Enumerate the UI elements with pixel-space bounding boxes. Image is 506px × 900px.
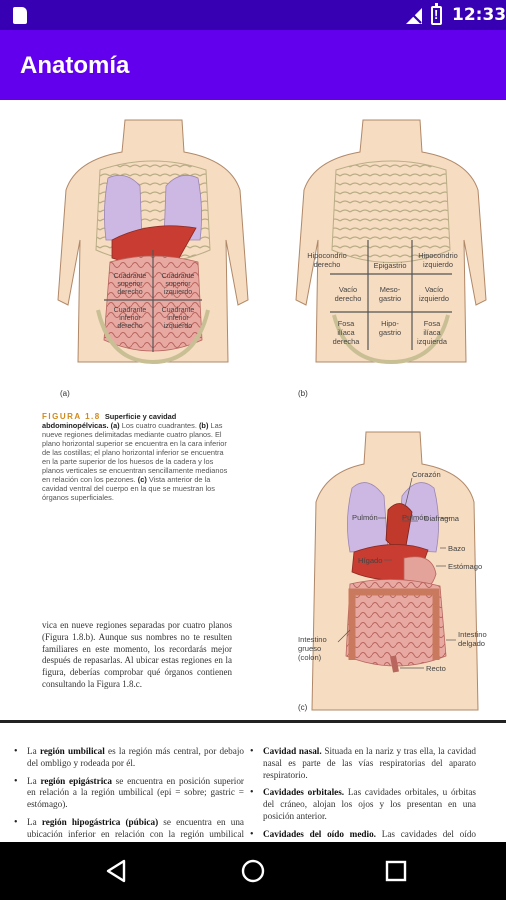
- anatomy-figure: Cuadrante superior derecho Cuadrante sup…: [57, 119, 487, 712]
- region-label: izquierdo: [423, 260, 453, 269]
- quadrant-label: superior: [165, 281, 191, 288]
- panel-b-label: (b): [298, 389, 308, 398]
- quadrant-label: derecho: [117, 323, 142, 330]
- organ-label-intestino-grueso: Intestino: [298, 635, 327, 644]
- home-button[interactable]: [231, 852, 275, 890]
- region-label: Fosa: [424, 319, 441, 328]
- organ-label-higado: Hígado: [358, 556, 383, 565]
- recents-icon: [385, 860, 407, 882]
- list-item: Cavidad nasal. Situada en la nariz y tra…: [250, 746, 476, 781]
- organ-label-intestino-delgado: delgado: [458, 639, 485, 648]
- next-page-text: La región umbilical es la región más cen…: [0, 746, 506, 842]
- list-item: La región umbilical es la región más cen…: [14, 746, 244, 770]
- navigation-bar: [0, 842, 506, 900]
- battery-alert-icon: [431, 3, 442, 25]
- region-label: gastrio: [379, 328, 401, 337]
- list-item: Cavidades orbitales. Las cavidades orbit…: [250, 787, 476, 822]
- figure-number: FIGURA 1.8: [42, 412, 101, 421]
- organ-label-bazo: Bazo: [448, 544, 465, 553]
- page-viewer[interactable]: Cuadrante superior derecho Cuadrante sup…: [0, 100, 506, 842]
- organ-label-estomago: Estómago: [448, 562, 482, 571]
- region-label: izquierda: [417, 337, 448, 346]
- region-label: ilíaca: [423, 328, 441, 337]
- back-icon: [106, 859, 126, 883]
- home-icon: [241, 859, 265, 883]
- region-label: derecho: [314, 260, 341, 269]
- organ-label-corazon: Corazón: [412, 470, 441, 479]
- recents-button[interactable]: [374, 852, 418, 890]
- caption-part-c: Vista anterior de la cavidad ventral del…: [42, 475, 215, 502]
- panel-c-label: (c): [298, 703, 308, 712]
- list-item: La región epigástrica se encuentra en po…: [14, 776, 244, 811]
- caption-part-a: Los cuatro cuadrantes.: [121, 421, 197, 430]
- text-column-right: Cavidad nasal. Situada en la nariz y tra…: [250, 746, 476, 842]
- region-label: Hipo-: [381, 319, 399, 328]
- page-divider: [0, 720, 506, 723]
- text-column-left: La región umbilical es la región más cen…: [14, 746, 244, 842]
- organ-label-pulmon: Pulmón: [352, 513, 378, 522]
- quadrant-label: superior: [117, 281, 143, 288]
- caption-marker-b: (b): [198, 421, 209, 430]
- quadrant-label: Cuadrante: [162, 273, 195, 280]
- organ-label-pulmon: Pulmón: [402, 513, 428, 522]
- organ-label-recto: Recto: [426, 664, 446, 673]
- list-item: Cavidades del oído medio. Las cavidades …: [250, 829, 476, 842]
- region-label: Vacío: [425, 285, 443, 294]
- status-bar: 12:33: [0, 0, 506, 30]
- status-time: 12:33: [452, 5, 506, 25]
- organ-label-diafragma: Diafragma: [424, 514, 460, 523]
- caption-marker-a: (a): [110, 421, 120, 430]
- panel-a: Cuadrante superior derecho Cuadrante sup…: [57, 119, 249, 398]
- region-label: Epigastrio: [374, 261, 407, 270]
- back-button[interactable]: [94, 852, 138, 890]
- body-paragraph: vica en nueve regiones separadas por cua…: [42, 620, 232, 689]
- app-bar: Anatomía: [0, 30, 506, 100]
- signal-icon: [406, 8, 422, 24]
- panel-b: Hipocondrio derecho Epigastrio Hipocondr…: [295, 119, 487, 398]
- quadrant-label: izquierdo: [164, 323, 193, 330]
- organ-label-intestino-grueso: grueso: [298, 644, 321, 653]
- caption-marker-c: (c): [137, 475, 147, 484]
- app-title: Anatomía: [20, 52, 130, 79]
- region-label: Hipocondrio: [307, 251, 346, 260]
- figure-title: Superficie y cavidad abdominopélvicas.: [42, 412, 177, 430]
- region-label: derecha: [333, 337, 361, 346]
- quadrant-label: Cuadrante: [114, 307, 147, 314]
- quadrant-label: Cuadrante: [162, 307, 195, 314]
- sd-card-icon: [13, 7, 27, 24]
- panel-a-label: (a): [60, 389, 70, 398]
- quadrant-label: izquierdo: [164, 289, 193, 296]
- organ-label-intestino-delgado: Intestino: [458, 630, 487, 639]
- figure-caption: FIGURA 1.8 Superficie y cavidad abdomino…: [42, 412, 230, 502]
- quadrant-label: inferior: [119, 315, 141, 322]
- panel-c: Corazón Diafragma Pulmón Pulmón Hígado B…: [298, 431, 487, 712]
- region-label: Hipocondrio: [418, 251, 457, 260]
- region-label: gastrio: [379, 294, 401, 303]
- region-label: izquierdo: [419, 294, 449, 303]
- quadrant-label: derecho: [117, 289, 142, 296]
- region-label: Vacío: [339, 285, 357, 294]
- list-item: La región hipogástrica (púbica) se encue…: [14, 817, 244, 842]
- organ-label-intestino-grueso: (colon): [298, 653, 322, 662]
- region-label: Meso-: [380, 285, 401, 294]
- caption-part-b: Las nueve regiones delimitadas mediante …: [42, 421, 228, 484]
- region-label: derecho: [335, 294, 362, 303]
- quadrant-label: inferior: [167, 315, 189, 322]
- region-label: ilíaca: [337, 328, 355, 337]
- quadrant-label: Cuadrante: [114, 273, 147, 280]
- region-label: Fosa: [338, 319, 355, 328]
